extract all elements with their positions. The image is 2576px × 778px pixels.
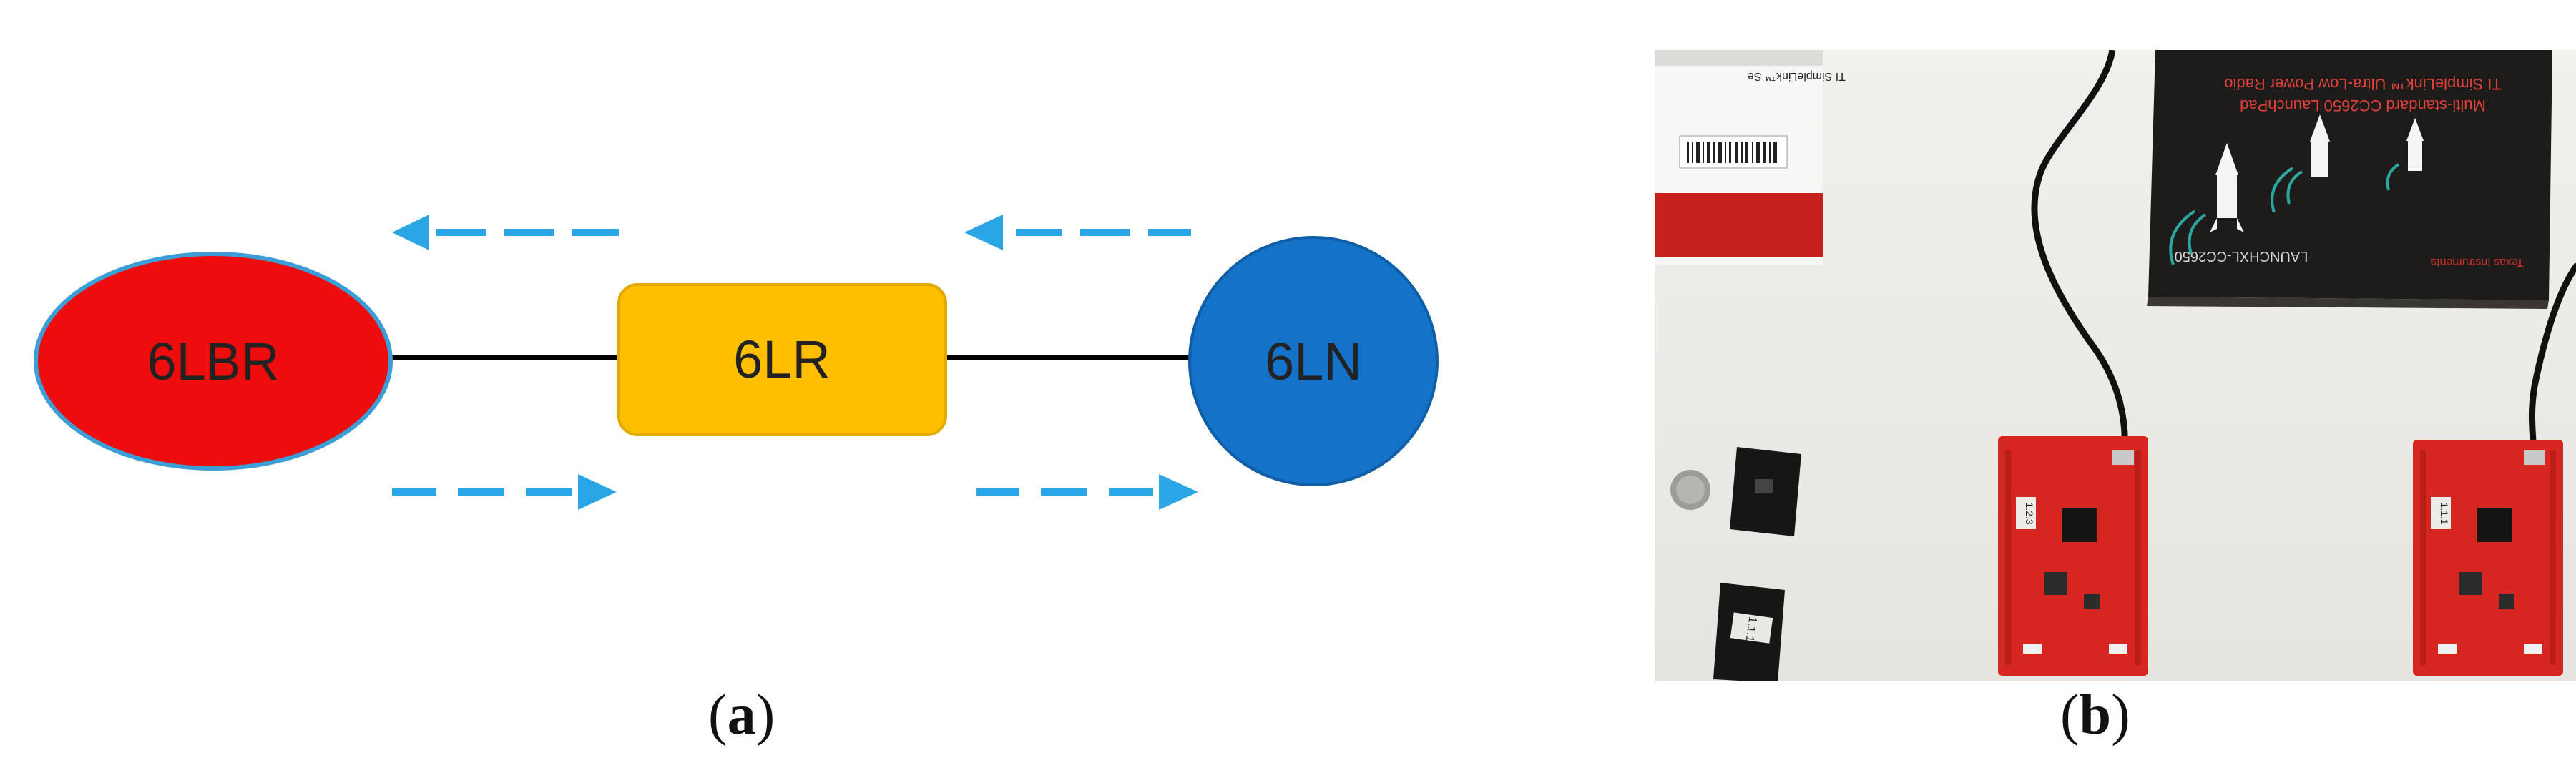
rocket-icon [2210, 143, 2244, 232]
node-6lr-label: 6LR [733, 330, 831, 389]
barcode-icon [1687, 142, 1777, 163]
rocket-icon [2310, 114, 2330, 177]
arrow-downstream-6lr-to-6ln [976, 474, 1198, 510]
board-right-sticker: 1.1.1 [2439, 502, 2450, 524]
arrow-upstream-6ln-to-6lr [964, 215, 1191, 250]
box-title-line2: Multi-standard CC2650 LaunchPad [2240, 97, 2486, 114]
panel-a-network-diagram: 6LBR 6LR 6LN [34, 215, 1439, 510]
arrow-downstream-6lbr-to-6lr [392, 474, 617, 510]
node-6lr: 6LR [617, 283, 947, 436]
small-box-label: TI SimpleLink™ Se [1748, 70, 1846, 82]
node-6ln: 6LN [1188, 236, 1439, 486]
box-title-line1: TI SimpleLink™ Ultra-Low Power Radio [2224, 75, 2502, 93]
launchpad-board-left: 1.2.3 [1998, 436, 2148, 676]
arrowhead-left-icon [964, 215, 1003, 250]
board-left-sticker: 1.2.3 [2024, 502, 2035, 524]
caption-b: (b) [2060, 684, 2130, 747]
rocket-icon [2406, 118, 2424, 171]
topology-diagram: 6LBR 6LR 6LN [34, 215, 1439, 510]
node-6ln-shape [1188, 236, 1439, 486]
sensor-sticker-label: 1.1.1 [1743, 616, 1759, 643]
arrowhead-right-icon [1159, 474, 1198, 510]
node-6lbr-shape [34, 252, 393, 471]
sensor-module-top [1730, 447, 1801, 536]
node-6lbr: 6LBR [34, 252, 393, 471]
arrowhead-left-icon [392, 215, 429, 250]
launchpad-board-right: 1.1.1 [2413, 440, 2563, 676]
box-part-number: LAUNCHXL-CC2650 [2175, 248, 2308, 264]
node-6lbr-label: 6LBR [147, 332, 279, 391]
coin-cell-battery [1670, 470, 1710, 510]
small-white-box: TI SimpleLink™ Se [1655, 50, 1846, 265]
sensor-module-bottom: 1.1.1 [1713, 583, 1785, 681]
box-brand: Texas Instruments [2431, 256, 2524, 268]
panel-b-hardware-photo: TI SimpleLink™ Se TI SimpleLink™ Ultra-L… [1655, 50, 2576, 681]
launchpad-box: TI SimpleLink™ Ultra-Low Power Radio Mul… [2147, 50, 2552, 309]
node-6lr-shape [617, 283, 947, 436]
radio-waves-icon [2169, 163, 2400, 265]
caption-a-letter: a [727, 684, 756, 747]
caption-b-letter: b [2079, 684, 2112, 747]
hardware-photo-illustration: TI SimpleLink™ Se TI SimpleLink™ Ultra-L… [1655, 50, 2576, 681]
usb-cable-left [2031, 50, 2128, 451]
node-6ln-label: 6LN [1265, 332, 1362, 391]
caption-a: (a) [708, 684, 775, 747]
arrowhead-right-icon [578, 474, 617, 510]
arrow-upstream-6lr-to-6lbr [392, 215, 619, 250]
